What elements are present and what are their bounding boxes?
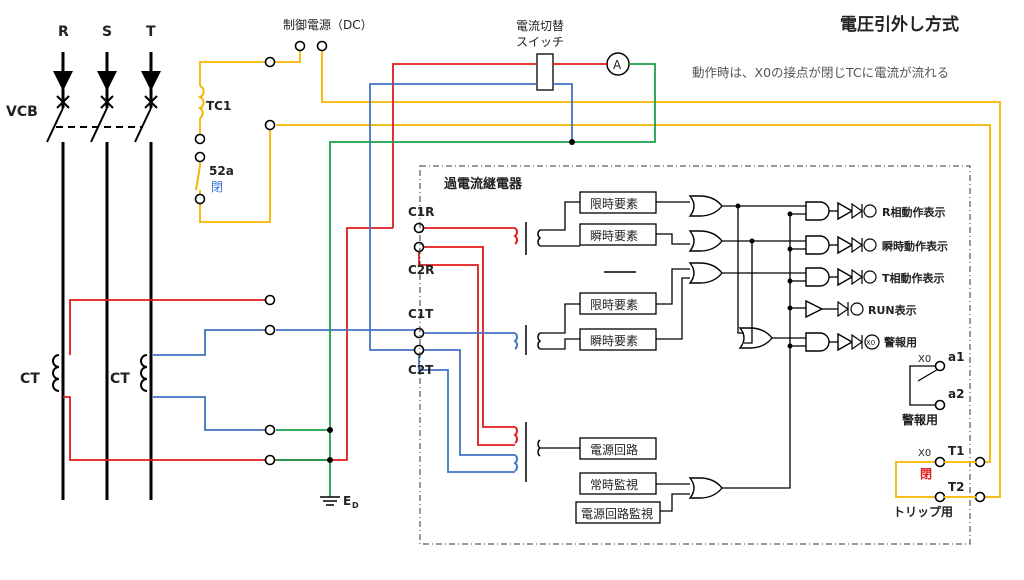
phase-r-label: R [58, 24, 69, 40]
green-wiring [276, 63, 656, 497]
terminal-c2t: C2T [408, 363, 434, 377]
logic-junctions [735, 203, 793, 349]
alarm-terminals [934, 360, 946, 411]
time-element-1-label: 限時要素 [590, 197, 638, 211]
red-wiring [63, 63, 607, 461]
lamp-icons [850, 204, 880, 350]
led-icons [837, 202, 864, 351]
inst-element-2 [579, 328, 657, 351]
time-element-2 [579, 292, 657, 315]
yellow-wiring [199, 46, 1001, 498]
relay-inner-wires [540, 201, 690, 512]
monitor-box [579, 472, 657, 495]
blue-wiring [153, 83, 573, 473]
switch-label-1: 電流切替 [516, 19, 564, 33]
green-junction-1 [569, 139, 575, 145]
inst-element-1 [579, 223, 657, 246]
terminal-c2r: C2R [408, 263, 434, 277]
alarm-contact-label: 警報用 [901, 412, 938, 427]
ground-icon [320, 496, 340, 506]
ground-sub-label: D [352, 501, 359, 510]
logic-wires [722, 205, 806, 489]
ground-label: E [343, 494, 351, 508]
relay-title: 過電流継電器 [443, 176, 523, 192]
terminal-c1r: C1R [408, 205, 434, 219]
tc1-coil [197, 85, 205, 119]
indicator-wires [822, 210, 838, 343]
tc1-label: TC1 [206, 99, 231, 113]
inst-element-2-label: 瞬時要素 [590, 334, 638, 348]
trip-terminals [934, 456, 986, 503]
red-ct-coils [513, 227, 518, 444]
output-t-indicator: T相動作表示 [882, 271, 945, 285]
phase-t-label: T [146, 24, 156, 40]
current-switch [536, 53, 554, 91]
blue-ct-coils [513, 332, 518, 472]
contact-52a-blade [195, 165, 201, 191]
trip-link-wires [944, 461, 976, 498]
ct-right-label: CT [110, 371, 130, 387]
green-junction-3 [327, 457, 333, 463]
bus-arrows [53, 52, 161, 91]
ct-left-coil [52, 354, 60, 392]
and-gates [805, 201, 830, 352]
power-circuit-label: 電源回路 [590, 442, 638, 457]
switch-label-2: スイッチ [516, 35, 564, 49]
breaker-x-marks [56, 95, 158, 109]
power-monitor-label: 電源回路監視 [581, 506, 653, 521]
output-inst-indicator: 瞬時動作表示 [882, 239, 948, 253]
terminal-t1: T1 [948, 444, 965, 458]
time-element-2-label: 限時要素 [590, 298, 638, 312]
output-r-indicator: R相動作表示 [882, 205, 945, 219]
power-circuit-box [579, 437, 657, 460]
secondary-coils [525, 222, 542, 482]
contact-closed-trip: 閉 [920, 467, 932, 481]
inst-element-1-label: 瞬時要素 [590, 229, 638, 243]
time-element-1 [579, 191, 657, 214]
terminal-a2: a2 [948, 387, 964, 401]
control-power-label: 制御電源（DC） [283, 17, 373, 32]
terminal-c1t: C1T [408, 307, 434, 321]
green-junction-2 [327, 427, 333, 433]
yellow-terminals [194, 40, 328, 205]
alarm-contact-wires [909, 365, 941, 406]
or-gates [688, 195, 773, 499]
contact-x0-trip: X0 [918, 448, 931, 459]
terminal-a1: a1 [948, 350, 964, 364]
diagram-title: 電圧引外し方式 [840, 14, 959, 35]
contact-x0-alarm: X0 [918, 354, 931, 365]
diagram-note: 動作時は、X0の接点が閉じTCに電流が流れる [692, 65, 949, 80]
monitor-label: 常時監視 [590, 477, 638, 492]
output-alarm: 警報用 [883, 335, 917, 349]
relay-boundary [419, 165, 971, 545]
trip-label: トリップ用 [893, 504, 953, 519]
phase-s-label: S [102, 24, 112, 40]
ct-right-coil [140, 354, 148, 392]
ct-terminals [264, 222, 425, 466]
ct-left-label: CT [20, 371, 40, 387]
ammeter-label: A [613, 58, 622, 72]
alarm-x0-small: X0 [866, 339, 875, 347]
output-run: RUN表示 [868, 303, 917, 317]
vcb-label: VCB [6, 104, 38, 120]
terminal-t2: T2 [948, 480, 965, 494]
power-monitor-box [575, 501, 661, 524]
main-bus [46, 52, 153, 500]
contact-52a-label: 52a [209, 164, 234, 178]
contact-52a-state: 閉 [211, 180, 223, 194]
